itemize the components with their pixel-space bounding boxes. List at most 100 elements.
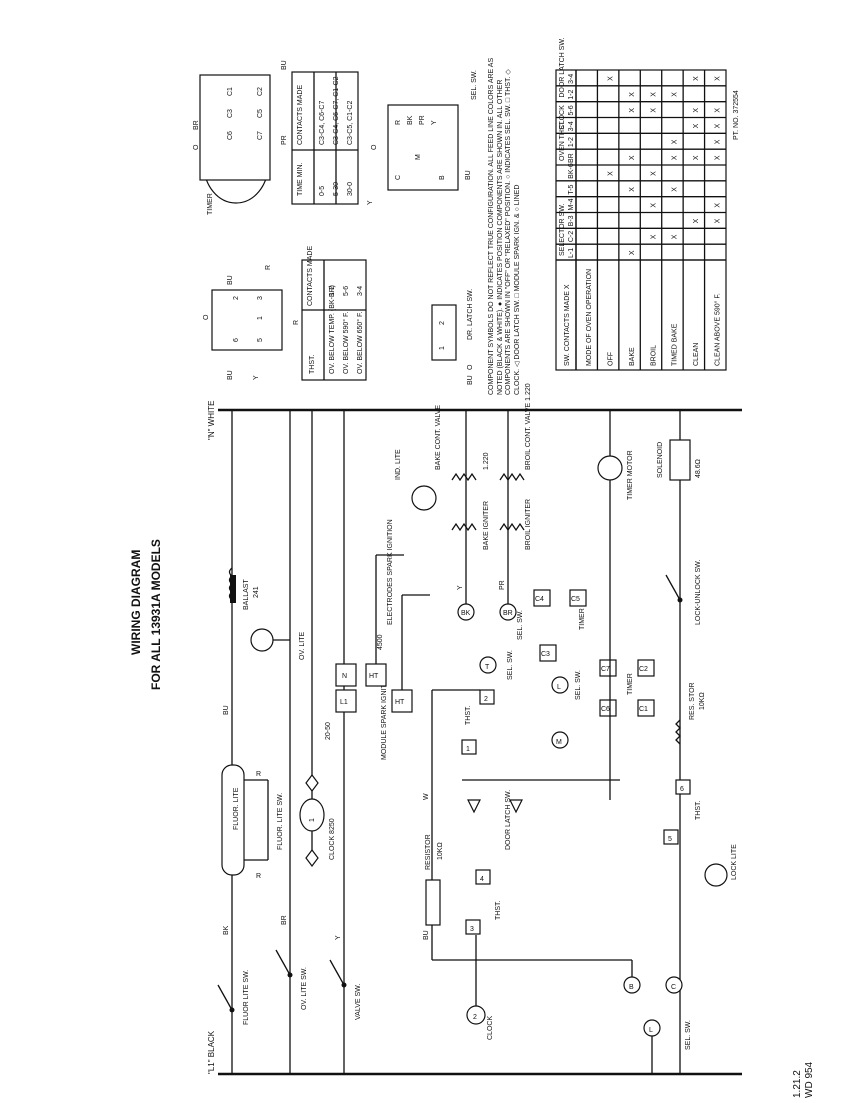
th-r: R xyxy=(265,265,272,270)
resistor2-value: 10KΩ xyxy=(699,692,706,710)
thst-label-2: THST. xyxy=(465,706,472,726)
lock-unlock-switch[interactable] xyxy=(665,574,681,601)
mode-row-4: TIMED BAKE xyxy=(672,323,679,366)
branch-fluor: FLUOR LITE SW. BK FLUOR. LITE FLUOR. LIT… xyxy=(217,410,284,1074)
ov-lite-switch[interactable] xyxy=(275,949,291,976)
sel-l-text: L xyxy=(649,1027,653,1034)
ss-b: B xyxy=(439,175,446,180)
title-block: WIRING DIAGRAM FOR ALL 13931A MODELS 1.2… xyxy=(129,539,815,1098)
c6-text: C6 xyxy=(601,706,610,713)
timer-table-header-left: TIME MIN. xyxy=(297,163,304,196)
valve-switch[interactable] xyxy=(329,959,345,986)
mode-col-head-3: M-4 xyxy=(568,198,575,210)
thst-label-3: THST. xyxy=(695,801,702,821)
ss-m: M xyxy=(415,154,422,160)
bake-valve-value: 1.220 xyxy=(483,452,490,470)
mode-cell-3-10: X xyxy=(650,92,657,97)
sel-sw-r xyxy=(551,676,569,694)
sel-sw-body xyxy=(387,104,459,191)
mode-cell-4-7: X xyxy=(672,139,679,144)
broil-valve-label: BROIL CONT. VALVE 1.220 xyxy=(525,383,532,470)
mode-col-head-7: 1-2 xyxy=(568,137,575,147)
timer-row-2-val: C3-C5, C1-C2 xyxy=(347,101,354,145)
thst-terminal-6 xyxy=(675,779,691,795)
thst-body xyxy=(211,289,283,351)
c1-text: C1 xyxy=(639,706,648,713)
mode-col-head-5: BK-6 xyxy=(568,163,575,179)
timer-c2 xyxy=(637,659,655,677)
fluor-lite-label: FLUOR. LITE xyxy=(233,787,240,830)
timer-table-header-right: CONTACTS MADE xyxy=(297,85,304,145)
mode-col-head-4: T-5 xyxy=(568,184,575,194)
mode-cell-5-8: X xyxy=(693,123,700,128)
sel-bk-text: BK xyxy=(461,610,471,617)
mode-col-head-9: 5-6 xyxy=(568,105,575,115)
thst-block: 6 2 5 1 3 O BU R BU Y R THST. CONTACTS M… xyxy=(203,246,367,381)
tt-br: BR xyxy=(193,120,200,130)
mode-row-0: MODE OF OVEN OPERATION xyxy=(586,269,593,366)
t5-text: 5 xyxy=(668,836,672,843)
clock-label: CLOCK 8250 xyxy=(329,818,336,860)
mode-row-1: OFF xyxy=(607,352,614,366)
solenoid-value: 48.6Ω xyxy=(695,459,702,478)
thst-row-2-cond: OV. BELOW 650° F. xyxy=(356,311,364,374)
thst-terminal-2 xyxy=(479,689,495,705)
mode-cell-1-11: X xyxy=(607,76,614,81)
th-5: 5 xyxy=(257,338,264,342)
title-line-2: FOR ALL 13931A MODELS xyxy=(149,539,163,690)
mode-col-head-8: 3-4 xyxy=(568,121,575,131)
timer-body xyxy=(199,74,271,181)
resistor-value: 10KΩ xyxy=(437,842,444,860)
thst-label-1: THST. xyxy=(495,901,502,921)
sel-c-text: C xyxy=(671,984,676,991)
thst-row-2-val: 3-4 xyxy=(357,286,364,296)
ss-y2: Y xyxy=(367,200,374,205)
footer-code-2: WD 954 xyxy=(804,1061,815,1098)
fluor-lite-switch[interactable] xyxy=(217,984,233,1011)
main-schematic: "L1" BLACK "N" WHITE FLUOR LITE SW. BK F… xyxy=(207,383,742,1076)
mode-col-head-10: 1-2 xyxy=(568,89,575,99)
sel-sw-label-2: SEL. SW. xyxy=(575,670,582,700)
mode-col-head-6: BR xyxy=(568,153,575,163)
timer-table: TIME MIN. CONTACTS MADE 0-5 C3-C4, C6-C7… xyxy=(291,71,359,205)
ov-lite-label: OV. LITE xyxy=(299,632,306,660)
timer-c4 xyxy=(533,589,551,607)
timer-solenoid: TIMER MOTOR SOLENOID 48.6Ω LOCK-UNLOCK S… xyxy=(476,410,738,1074)
ov-lite-bulb xyxy=(250,628,274,652)
c3-text: C3 xyxy=(541,651,550,658)
th-2: 2 xyxy=(233,296,240,300)
bake-valve-label: BAKE CONT. VALVE xyxy=(435,405,442,470)
tt-o: O xyxy=(193,144,200,150)
wire-w: W xyxy=(423,793,430,800)
ss-bu: BU xyxy=(465,170,472,180)
mode-col-head-2: B-3 xyxy=(568,215,575,226)
note-block: COMPONENT SYMBOLS DO NOT REFLECT TRUE CO… xyxy=(488,57,521,395)
note-text: COMPONENT SYMBOLS DO NOT REFLECT TRUE CO… xyxy=(488,57,521,395)
door-latch-a xyxy=(467,799,481,814)
sel-sw-block-label: SEL. SW. xyxy=(471,70,478,100)
tt-c6: C6 xyxy=(227,131,234,140)
dr-latch-label: DR. LATCH SW. xyxy=(467,289,474,340)
timer-label-2: TIMER xyxy=(579,608,586,630)
mode-table-header: SW. CONTACTS MADE X xyxy=(564,284,571,366)
dl-o: O xyxy=(467,364,474,370)
door-latch-b xyxy=(509,799,523,814)
branch-oven-control: BU RESISTOR 10KΩ W 2 CLOCK 3 4 THST. 2 1… xyxy=(423,589,655,1040)
resistor-label: RESISTOR xyxy=(425,834,432,870)
sel-sw-t xyxy=(479,656,497,674)
wire-bu-2: BU xyxy=(423,930,430,940)
tt-c1: C1 xyxy=(227,87,234,96)
mode-cell-3-5: X xyxy=(650,171,657,176)
module-label: MODULE SPARK IGNITION xyxy=(381,672,388,760)
ballast-label: BALLAST xyxy=(243,579,250,610)
solenoid-label: SOLENOID xyxy=(657,442,664,478)
module-l1-text: L1 xyxy=(340,699,348,706)
sel-t-text: T xyxy=(485,664,490,671)
branch-clock: 1 CLOCK 8250 xyxy=(299,410,336,867)
mode-cell-4-10: X xyxy=(672,92,679,97)
tt-c5: C5 xyxy=(257,109,264,118)
mode-cell-6-3: X xyxy=(715,203,722,208)
clock-lower-label: CLOCK xyxy=(487,1016,494,1040)
mode-col-head-0: L-1 xyxy=(568,248,575,258)
